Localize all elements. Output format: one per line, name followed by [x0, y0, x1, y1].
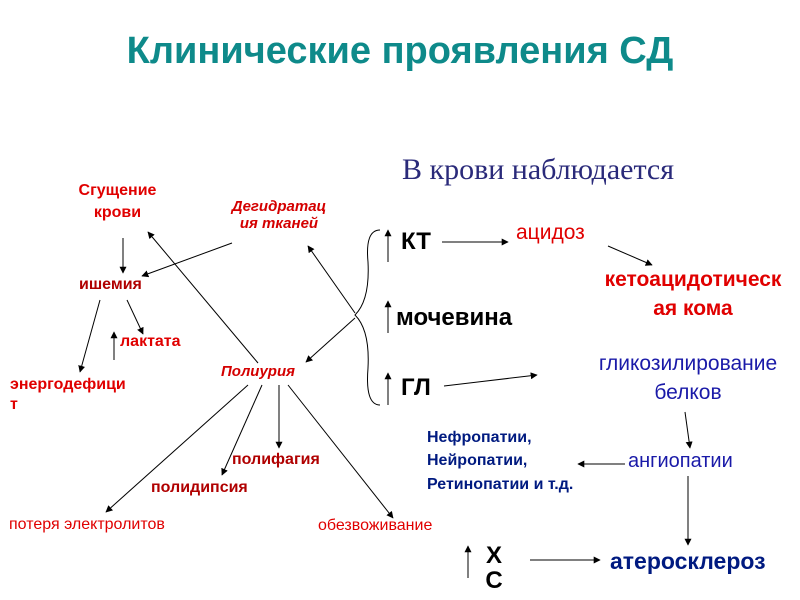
node-glikozilirovanie: гликозилирование белков: [528, 352, 800, 405]
arrow-poliuria-to-polidipsia: [221, 384, 263, 476]
arrow-brace-to-degidratacia: [307, 245, 356, 314]
node-degidratacia-line2: ия тканей: [239, 215, 319, 233]
slide-subtitle: В крови наблюдается: [402, 153, 675, 186]
arrow-belkov-to-angiopatii: [684, 411, 693, 449]
arrow-brace-to-poliuria: [305, 317, 356, 363]
node-sgushchenie-line1: Сгущение: [78, 182, 157, 199]
node-degidratacia: Дегидратац ия тканей: [214, 198, 344, 233]
arrow-acidoz-to-koma: [607, 245, 653, 266]
arrow-gl-to-glikozilirovanie: [443, 372, 538, 387]
node-xs-line1: Х: [485, 542, 502, 569]
node-energodeficit: энергодефици т: [10, 376, 126, 415]
node-glikozilirovanie-line2: белков: [654, 381, 722, 405]
node-energodeficit-line1: энергодефици: [10, 376, 126, 393]
node-xs: Х С: [479, 542, 509, 595]
node-acidoz: ацидоз: [516, 221, 585, 244]
arrow-ishemia-to-laktata: [126, 299, 144, 335]
node-sgushchenie-line2: крови: [93, 204, 142, 222]
left-brace: [354, 229, 381, 406]
node-angiopatii: ангиопатии: [628, 450, 733, 472]
arrow-poliuria-to-poterya: [105, 384, 249, 513]
node-mochevina: мочевина: [396, 304, 513, 331]
node-koma-line1: кетоацидотическ: [604, 268, 782, 291]
node-glikozilirovanie-line1: гликозилирование: [598, 352, 778, 375]
node-poterya: потеря электролитов: [9, 516, 165, 533]
arrow-ishemia-to-energodeficit: [78, 299, 101, 373]
arrow-poliuria-to-sgushchenie: [147, 231, 259, 364]
node-koma-line2: ая кома: [653, 297, 733, 321]
node-energodeficit-line2: т: [10, 396, 18, 414]
node-ishemia: ишемия: [79, 276, 142, 293]
node-ateroskleroz: атеросклероз: [610, 548, 766, 574]
arrow-poliuria-to-obezvozhivanie: [287, 384, 394, 519]
node-degidratacia-line1: Дегидратац: [231, 198, 327, 215]
arrow-degidratacia-to-ishemia: [141, 242, 233, 278]
slide-title: Клинические проявления СД: [126, 30, 674, 72]
node-sgushchenie: Сгущение крови: [70, 182, 165, 223]
node-polifagia: полифагия: [232, 451, 320, 468]
node-neiropatii: Нейропатии,: [427, 452, 528, 470]
node-retinopatii: Ретинопатии и т.д.: [427, 475, 574, 493]
node-polidipsia: полидипсия: [151, 479, 248, 496]
node-obezvozhivanie: обезвоживание: [318, 517, 433, 534]
node-gl: ГЛ: [401, 374, 431, 401]
node-poliuria: Полиурия: [221, 363, 295, 380]
node-koma: кетоацидотическ ая кома: [533, 268, 800, 321]
node-kt: КТ: [401, 228, 431, 255]
node-laktata: лактата: [120, 333, 181, 350]
node-complications: Нефропатии, Нейропатии, Ретинопатии и т.…: [427, 429, 573, 494]
node-xs-line2: С: [485, 567, 503, 595]
node-nefropatii: Нефропатии,: [427, 429, 532, 446]
